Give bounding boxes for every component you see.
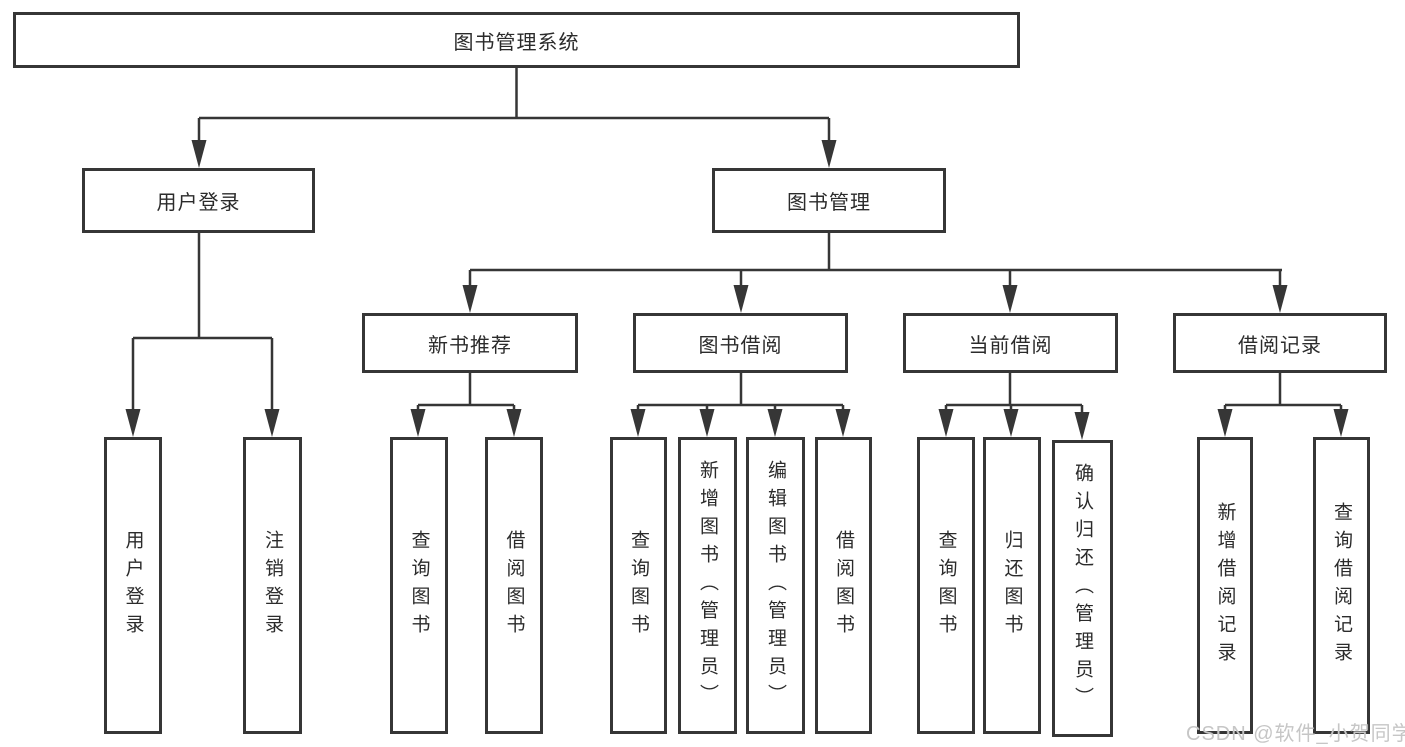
watermark: CSDN @软件_小贺同学 bbox=[1186, 723, 1405, 745]
node-borrowing-records: 借阅记录 bbox=[1173, 313, 1387, 373]
node-leaf-query-books-2: 查询图书 bbox=[610, 437, 667, 734]
node-leaf-edit-books: 编辑图书（管理员） bbox=[746, 437, 805, 734]
node-label: 查询借阅记录 bbox=[1331, 501, 1352, 670]
node-label: 借阅图书 bbox=[833, 529, 854, 642]
node-label: 图书管理系统 bbox=[453, 31, 580, 54]
node-user-login: 用户登录 bbox=[82, 168, 315, 233]
node-label: 借阅图书 bbox=[503, 529, 525, 642]
node-label: 查询图书 bbox=[628, 529, 649, 642]
node-book-borrowing: 图书借阅 bbox=[633, 313, 848, 373]
node-label: 用户登录 bbox=[122, 529, 144, 642]
node-leaf-logout: 注销登录 bbox=[243, 437, 302, 734]
node-leaf-user-login: 用户登录 bbox=[104, 437, 162, 734]
node-label: 图书管理 bbox=[787, 192, 871, 214]
node-leaf-query-books-3: 查询图书 bbox=[917, 437, 975, 734]
node-label: 查询图书 bbox=[408, 529, 430, 642]
node-leaf-query-borrow-record: 查询借阅记录 bbox=[1313, 437, 1370, 734]
node-label: 新书推荐 bbox=[428, 334, 512, 357]
node-new-book-recommend: 新书推荐 bbox=[362, 313, 578, 373]
node-current-borrowing: 当前借阅 bbox=[903, 313, 1118, 373]
node-label: 新增图书（管理员） bbox=[697, 459, 718, 712]
node-leaf-borrow-books-2: 借阅图书 bbox=[815, 437, 872, 734]
node-label: 当前借阅 bbox=[968, 334, 1053, 357]
node-label: 图书借阅 bbox=[698, 334, 783, 357]
node-leaf-confirm-return: 确认归还（管理员） bbox=[1052, 440, 1113, 737]
node-label: 归还图书 bbox=[1001, 529, 1023, 642]
node-root: 图书管理系统 bbox=[13, 12, 1020, 68]
node-leaf-add-books: 新增图书（管理员） bbox=[678, 437, 737, 734]
node-label: 确认归还（管理员） bbox=[1072, 462, 1093, 715]
node-label: 注销登录 bbox=[262, 529, 283, 642]
node-leaf-borrow-books-1: 借阅图书 bbox=[485, 437, 543, 734]
node-label: 新增借阅记录 bbox=[1214, 501, 1236, 670]
node-label: 编辑图书（管理员） bbox=[765, 459, 786, 712]
node-leaf-query-books-1: 查询图书 bbox=[390, 437, 448, 734]
node-leaf-return-books: 归还图书 bbox=[983, 437, 1041, 734]
node-label: 借阅记录 bbox=[1238, 334, 1322, 357]
node-label: 查询图书 bbox=[935, 529, 957, 642]
node-leaf-add-borrow-record: 新增借阅记录 bbox=[1197, 437, 1253, 734]
node-label: 用户登录 bbox=[156, 192, 241, 214]
node-book-management: 图书管理 bbox=[712, 168, 946, 233]
